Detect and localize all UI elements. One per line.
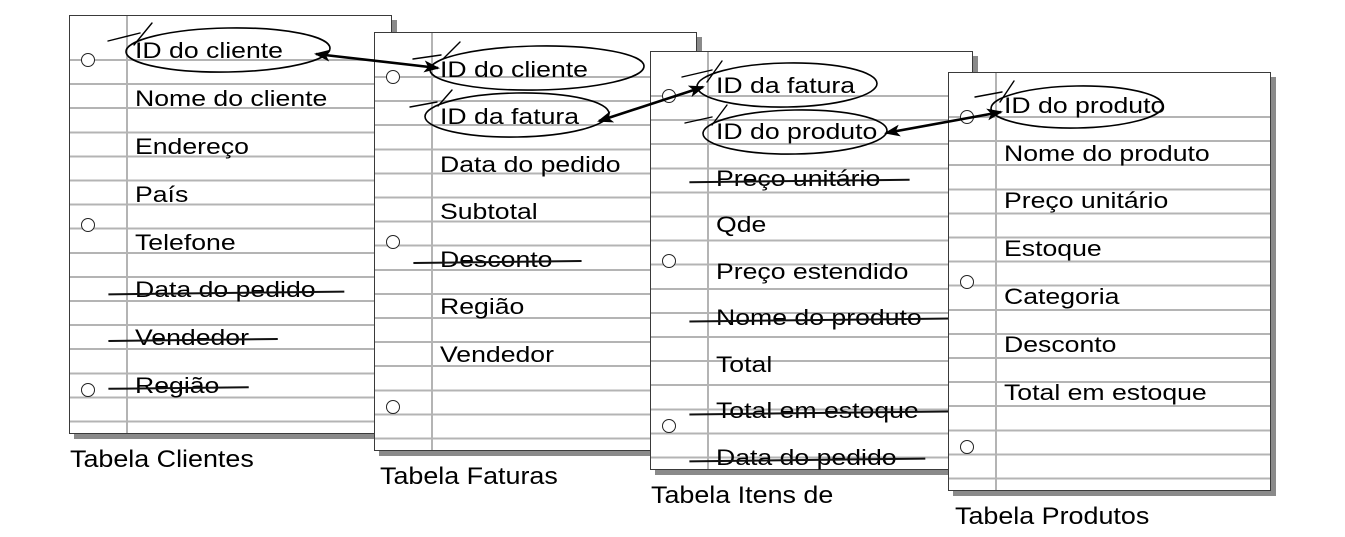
field-row: ID do cliente	[135, 27, 391, 75]
binder-hole-icon	[386, 235, 400, 249]
field-label: ID da fatura	[440, 104, 580, 130]
table-caption: Tabela Clientes	[70, 446, 254, 473]
field-row: Região	[135, 362, 391, 410]
field-row: Preço estendido	[716, 249, 972, 296]
binder-hole-icon	[81, 383, 95, 397]
field-row: Nome do produto	[716, 295, 972, 342]
binder-hole-icon	[960, 110, 974, 124]
field-row: Preço unitário	[1004, 178, 1270, 226]
field-label: Telefone	[135, 229, 236, 255]
field-label: ID do cliente	[440, 56, 588, 82]
field-list: ID da fatura ID do produto Preço unitári…	[716, 63, 972, 482]
binder-hole-icon	[662, 254, 676, 268]
field-label: Total em estoque	[1004, 379, 1207, 405]
table-card-produtos: ID do produto Nome do produto Preço unit…	[948, 72, 1271, 530]
field-row: Desconto	[440, 236, 696, 284]
field-label: ID do produto	[1004, 92, 1166, 118]
field-label: Total em estoque	[716, 398, 919, 424]
binder-hole-icon	[81, 53, 95, 67]
field-row: ID do produto	[1004, 82, 1270, 130]
binder-hole-icon	[386, 70, 400, 84]
ruled-lines	[949, 116, 1270, 490]
margin-line	[431, 33, 433, 450]
field-label: Região	[135, 373, 220, 399]
margin-line	[995, 73, 997, 490]
table-card-clientes: ID do cliente Nome do cliente Endereço P…	[69, 15, 392, 473]
field-row: ID da fatura	[716, 63, 972, 110]
field-label: Região	[440, 294, 525, 320]
table-card-faturas: ID do cliente ID da fatura Data do pedid…	[374, 32, 697, 490]
table-caption: Tabela Produtos	[955, 503, 1150, 530]
margin-line	[707, 52, 709, 469]
field-row: Qde	[716, 202, 972, 249]
field-row: Total em estoque	[716, 388, 972, 435]
field-label: País	[135, 181, 189, 207]
field-label: Preço unitário	[716, 165, 881, 191]
field-label: ID do cliente	[135, 37, 283, 63]
field-row: Preço unitário	[716, 156, 972, 203]
ruled-lines	[70, 59, 391, 433]
field-label: Data do pedido	[440, 151, 621, 177]
table-caption: Tabela Faturas	[380, 463, 558, 490]
field-row: Data do pedido	[135, 266, 391, 314]
field-label: Total	[716, 351, 773, 377]
field-label: Preço unitário	[1004, 188, 1169, 214]
binder-hole-icon	[81, 218, 95, 232]
field-label: Categoria	[1004, 284, 1120, 310]
margin-line	[126, 16, 128, 433]
binder-hole-icon	[386, 400, 400, 414]
field-label: Subtotal	[440, 199, 538, 225]
field-list: ID do cliente Nome do cliente Endereço P…	[135, 27, 391, 410]
field-list: ID do produto Nome do produto Preço unit…	[1004, 82, 1270, 417]
binder-hole-icon	[960, 275, 974, 289]
field-row: Estoque	[1004, 225, 1270, 273]
field-label: Qde	[716, 212, 767, 238]
field-label: Data do pedido	[135, 277, 316, 303]
table-card-itens: ID da fatura ID do produto Preço unitári…	[650, 51, 973, 509]
field-row: Nome do produto	[1004, 130, 1270, 178]
field-label: Estoque	[1004, 236, 1102, 262]
field-row: Subtotal	[440, 189, 696, 237]
field-label: Preço estendido	[716, 258, 909, 284]
field-label: Desconto	[440, 246, 553, 272]
field-label: ID da fatura	[716, 72, 856, 98]
binder-hole-icon	[960, 440, 974, 454]
field-row: País	[135, 171, 391, 219]
binder-hole-icon	[662, 89, 676, 103]
field-row: Região	[440, 284, 696, 332]
field-label: Nome do produto	[716, 305, 922, 331]
field-row: Desconto	[1004, 321, 1270, 369]
field-row: Total	[716, 342, 972, 389]
field-label: Vendedor	[440, 341, 554, 367]
field-row: Vendedor	[440, 331, 696, 379]
field-row: Data do pedido	[716, 435, 972, 482]
field-row: Telefone	[135, 219, 391, 267]
field-row: Vendedor	[135, 314, 391, 362]
field-row: ID do produto	[716, 109, 972, 156]
field-label: Endereço	[135, 133, 249, 159]
field-label: ID do produto	[716, 119, 878, 145]
field-label: Nome do produto	[1004, 140, 1210, 166]
field-label: Nome do cliente	[135, 85, 328, 111]
field-label: Vendedor	[135, 325, 249, 351]
field-row: Data do pedido	[440, 141, 696, 189]
field-row: Endereço	[135, 123, 391, 171]
field-row: Total em estoque	[1004, 369, 1270, 417]
table-caption: Tabela Itens de	[651, 482, 834, 509]
field-label: Desconto	[1004, 331, 1117, 357]
binder-hole-icon	[662, 419, 676, 433]
field-label: Data do pedido	[716, 444, 897, 470]
field-row: Categoria	[1004, 273, 1270, 321]
field-row: Nome do cliente	[135, 75, 391, 123]
